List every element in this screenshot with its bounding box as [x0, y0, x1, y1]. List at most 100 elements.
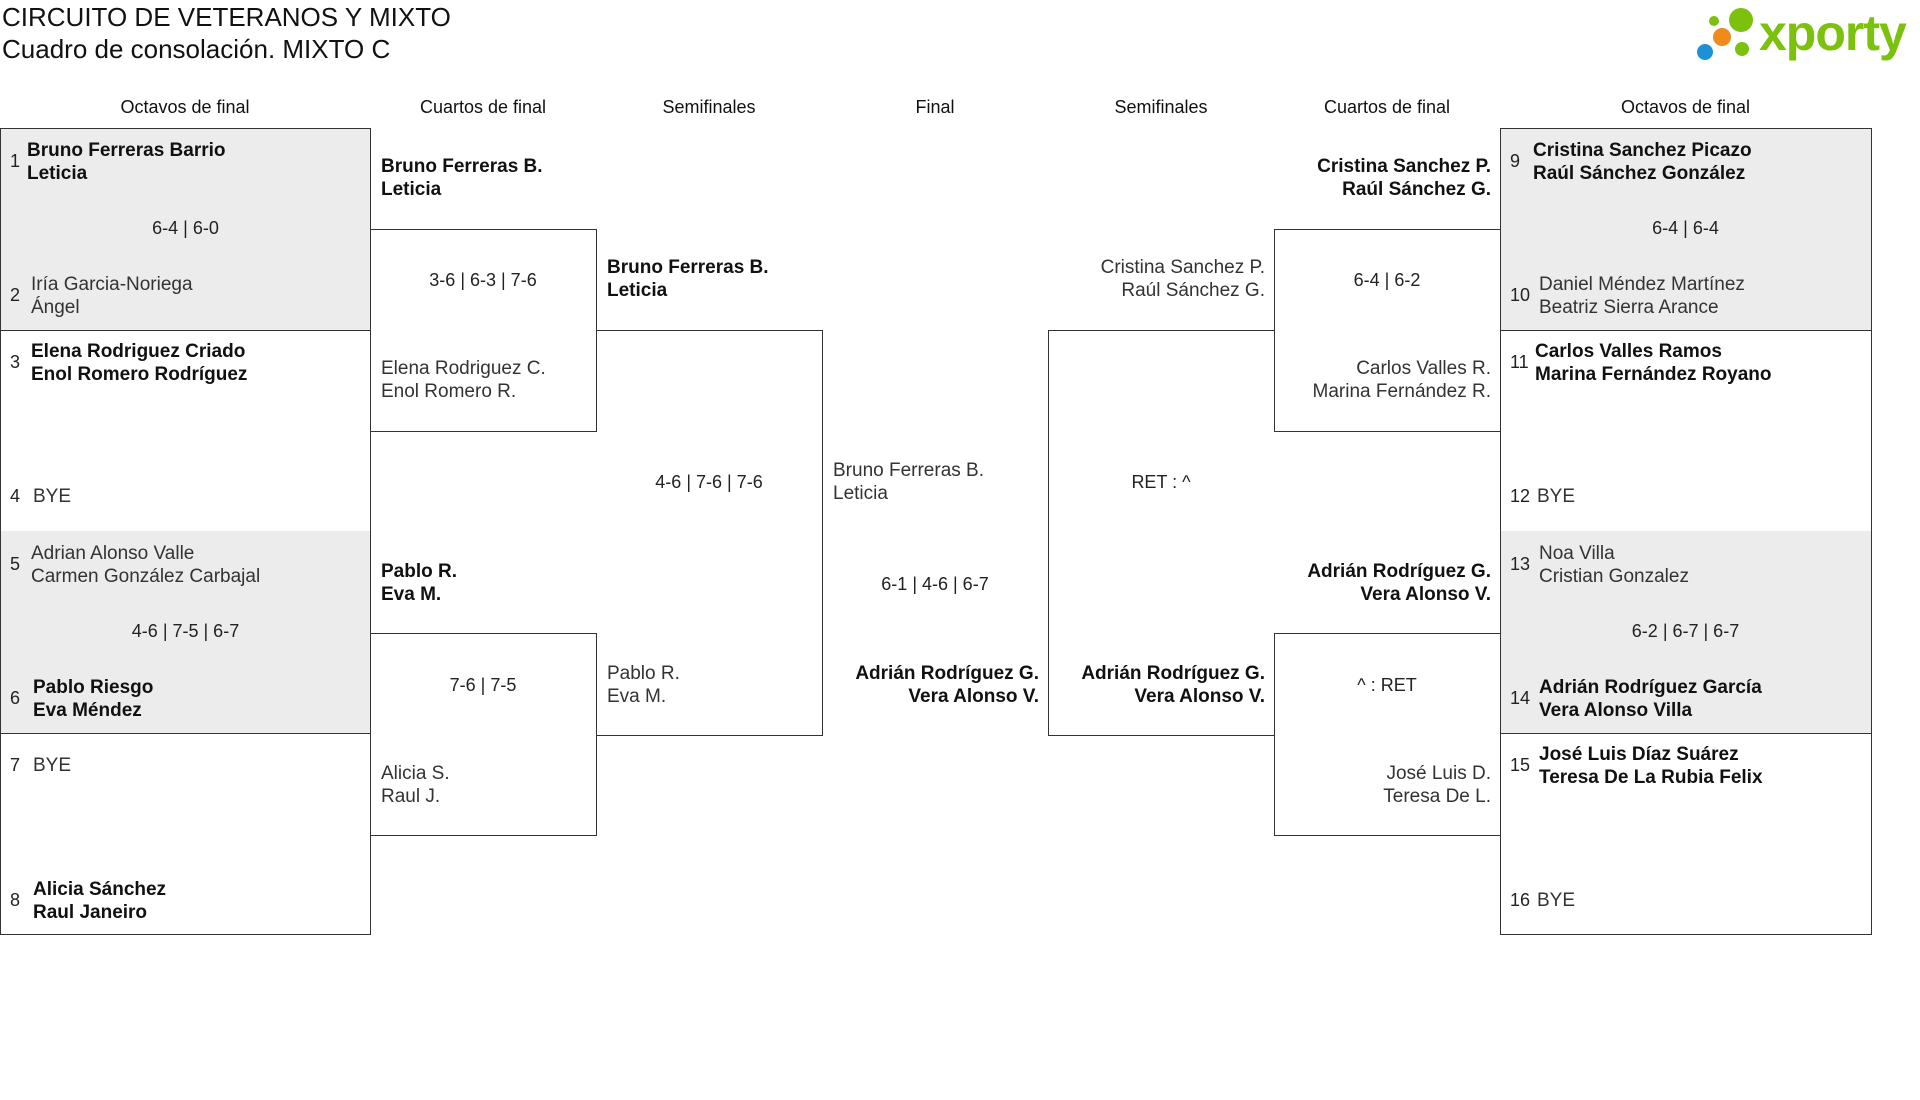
player-name: Vera Alonso V.: [908, 686, 1039, 707]
player-name: Beatriz Sierra Arance: [1539, 297, 1719, 318]
seed-number: 9: [1510, 151, 1521, 171]
player-pair: BYE: [1537, 485, 1575, 508]
player-pair: Carlos Valles Ramos Marina Fernández Roy…: [1535, 340, 1772, 386]
seed-number: 5: [10, 554, 21, 574]
player-pair: José Luis Díaz Suárez Teresa De La Rubia…: [1539, 743, 1763, 789]
player-name: Vera Alonso Villa: [1539, 700, 1693, 721]
player-name: Eva Méndez: [33, 700, 142, 721]
match-score: 6-2 | 6-7 | 6-7: [1631, 621, 1740, 641]
player-name: Vera Alonso V.: [1134, 686, 1265, 707]
player-pair: Pablo Riesgo Eva Méndez: [33, 676, 153, 722]
player-name: Marina Fernández R.: [1312, 381, 1491, 402]
match-score: 6-1 | 4-6 | 6-7: [881, 574, 989, 594]
logo-dot-orange: [1713, 28, 1731, 46]
match-box-rqf-1: [1274, 229, 1501, 432]
player-name: Marina Fernández Royano: [1535, 364, 1772, 385]
player-name: Bruno Ferreras B.: [607, 257, 769, 278]
player-name: José Luis D.: [1386, 763, 1491, 784]
seed-number: 8: [10, 890, 21, 910]
player-name: BYE: [1537, 486, 1576, 507]
player-name: Eva M.: [607, 686, 667, 707]
player-pair: Alicia S. Raul J.: [381, 762, 450, 808]
match-box-rqf-2: [1274, 633, 1501, 836]
player-name: Bruno Ferreras Barrio: [27, 140, 226, 161]
player-name: Enol Romero Rodríguez: [31, 364, 248, 385]
player-pair: Bruno Ferreras B. Leticia: [381, 155, 543, 201]
match-box-l16-1: [0, 128, 371, 331]
seed-number: 13: [1510, 554, 1531, 574]
player-name: Cristian Gonzalez: [1539, 566, 1689, 587]
player-pair: Noa Villa Cristian Gonzalez: [1539, 542, 1689, 588]
xporty-logo[interactable]: xporty: [1695, 4, 1920, 70]
seed-number: 7: [10, 755, 21, 775]
match-score: ^ : RET: [1357, 675, 1417, 695]
match-box-r16-4: [1500, 733, 1872, 935]
player-pair: Adrian Alonso Valle Carmen González Carb…: [31, 542, 260, 588]
page-subtitle: Cuadro de consolación. MIXTO C: [2, 34, 391, 64]
player-name: Alicia Sánchez: [33, 879, 167, 900]
match-score: 4-6 | 7-6 | 7-6: [655, 472, 763, 492]
player-pair: Pablo R. Eva M.: [607, 662, 680, 708]
player-name: Leticia: [381, 179, 442, 200]
player-name: Cristina Sanchez P.: [1317, 156, 1491, 177]
col-right-r16: Octavos de final: [1620, 97, 1751, 117]
match-score: RET : ^: [1131, 472, 1191, 492]
player-pair: Adrián Rodríguez García Vera Alonso Vill…: [1539, 676, 1762, 722]
match-box-lsf: [596, 330, 823, 736]
seed-number: 3: [10, 352, 21, 372]
match-box-l16-4: [0, 733, 371, 935]
player-pair: Pablo R. Eva M.: [381, 560, 457, 606]
logo-dot-blue: [1697, 44, 1713, 60]
player-name: Noa Villa: [1539, 543, 1615, 564]
player-pair: José Luis D. Teresa De L.: [1274, 762, 1491, 808]
player-name: Cristina Sanchez Picazo: [1533, 140, 1752, 161]
player-pair: Elena Rodriguez C. Enol Romero R.: [381, 357, 546, 403]
player-name: Alicia S.: [381, 763, 450, 784]
seed-number: 16: [1510, 890, 1531, 910]
seed-number: 11: [1510, 352, 1529, 372]
match-box-lqf-2: [370, 633, 597, 836]
player-name: Adrián Rodríguez G.: [1307, 561, 1491, 582]
match-box-rsf: [1048, 330, 1275, 736]
player-name: José Luis Díaz Suárez: [1539, 744, 1739, 765]
player-pair: Carlos Valles R. Marina Fernández R.: [1274, 357, 1491, 403]
player-name: BYE: [33, 755, 72, 776]
player-name: Iría Garcia-Noriega: [31, 274, 193, 295]
player-name: Raúl Sánchez G.: [1121, 280, 1265, 301]
page-title: CIRCUITO DE VETERANOS Y MIXTO: [2, 2, 451, 32]
player-name: Adrián Rodríguez G.: [1081, 663, 1265, 684]
player-name: Raul J.: [381, 786, 441, 807]
player-name: Raul Janeiro: [33, 902, 148, 923]
seed-number: 15: [1510, 755, 1531, 775]
player-pair: Adrián Rodríguez G. Vera Alonso V.: [1048, 662, 1265, 708]
player-pair: Bruno Ferreras B. Leticia: [833, 459, 984, 505]
seed-number: 4: [10, 486, 21, 506]
player-pair: Daniel Méndez Martínez Beatriz Sierra Ar…: [1539, 273, 1745, 319]
player-name: Eva M.: [381, 584, 442, 605]
match-box-l16-3: [0, 531, 371, 734]
match-score: 3-6 | 6-3 | 7-6: [429, 270, 537, 290]
col-left-qf: Cuartos de final: [419, 97, 547, 117]
player-pair: Bruno Ferreras B. Leticia: [607, 256, 769, 302]
col-final: Final: [915, 97, 955, 117]
player-pair: Elena Rodriguez Criado Enol Romero Rodrí…: [31, 340, 247, 386]
player-name: Cristina Sanchez P.: [1100, 257, 1265, 278]
player-pair: BYE: [1537, 889, 1575, 912]
player-name: Daniel Méndez Martínez: [1539, 274, 1745, 295]
player-name: Carlos Valles Ramos: [1535, 341, 1722, 362]
match-box-r16-1: [1500, 128, 1872, 331]
player-pair: Cristina Sanchez P. Raúl Sánchez G.: [1274, 155, 1491, 201]
logo-dot-small: [1709, 16, 1719, 26]
match-score: 7-6 | 7-5: [449, 675, 517, 695]
player-name: BYE: [1537, 890, 1576, 911]
player-name: Vera Alonso V.: [1360, 584, 1491, 605]
player-name: Carmen González Carbajal: [31, 566, 261, 587]
match-score: 6-4 | 6-2: [1353, 270, 1421, 290]
seed-number: 6: [10, 688, 21, 708]
seed-number: 12: [1510, 486, 1531, 506]
player-pair: Iría Garcia-Noriega Ángel: [31, 273, 193, 319]
player-pair: BYE: [33, 485, 71, 508]
player-name: Adrián Rodríguez García: [1539, 677, 1762, 698]
col-right-sf: Semifinales: [1114, 97, 1208, 117]
seed-number: 2: [10, 285, 21, 305]
